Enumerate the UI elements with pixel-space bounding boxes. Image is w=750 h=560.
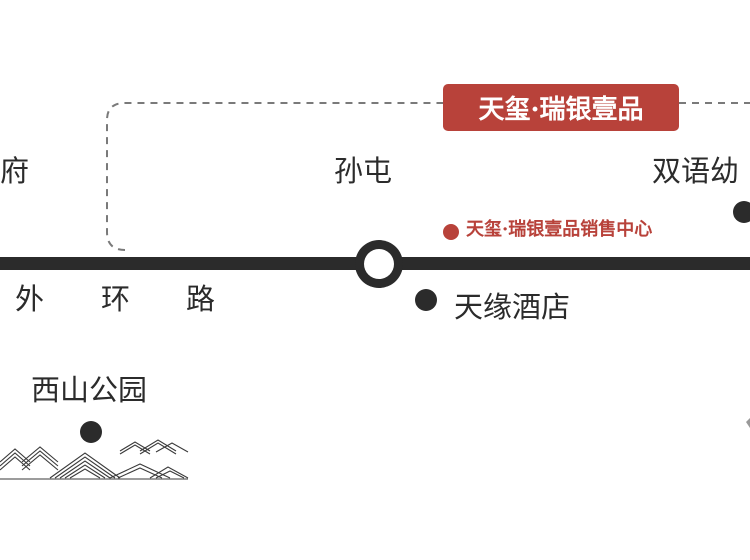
sales-center-label: 天玺·瑞银壹品销售中心 bbox=[466, 219, 653, 240]
place-label-bilingual-kindergarten: 双语幼 bbox=[652, 154, 740, 188]
poi-dot-icon bbox=[733, 201, 750, 223]
poi-dot-icon bbox=[415, 289, 437, 311]
road-name-char: 路 bbox=[186, 282, 216, 316]
dashed-route-outline bbox=[106, 102, 443, 251]
place-label-suntun: 孙屯 bbox=[334, 154, 393, 188]
edge-marker bbox=[746, 418, 750, 428]
mountain-icon bbox=[0, 439, 189, 480]
place-label-tianyuan-hotel: 天缘酒店 bbox=[454, 290, 571, 324]
project-tag: 天玺·瑞银壹品 bbox=[443, 84, 679, 131]
place-label-left-cut: 府 bbox=[0, 154, 30, 188]
place-label-xishan-park: 西山公园 bbox=[31, 373, 148, 407]
road-name-char: 环 bbox=[101, 282, 131, 316]
ring-station-icon bbox=[355, 240, 403, 288]
poi-dot-icon bbox=[80, 421, 102, 443]
road-name-char: 外 bbox=[15, 282, 45, 316]
sales-center-dot-icon bbox=[443, 224, 459, 240]
